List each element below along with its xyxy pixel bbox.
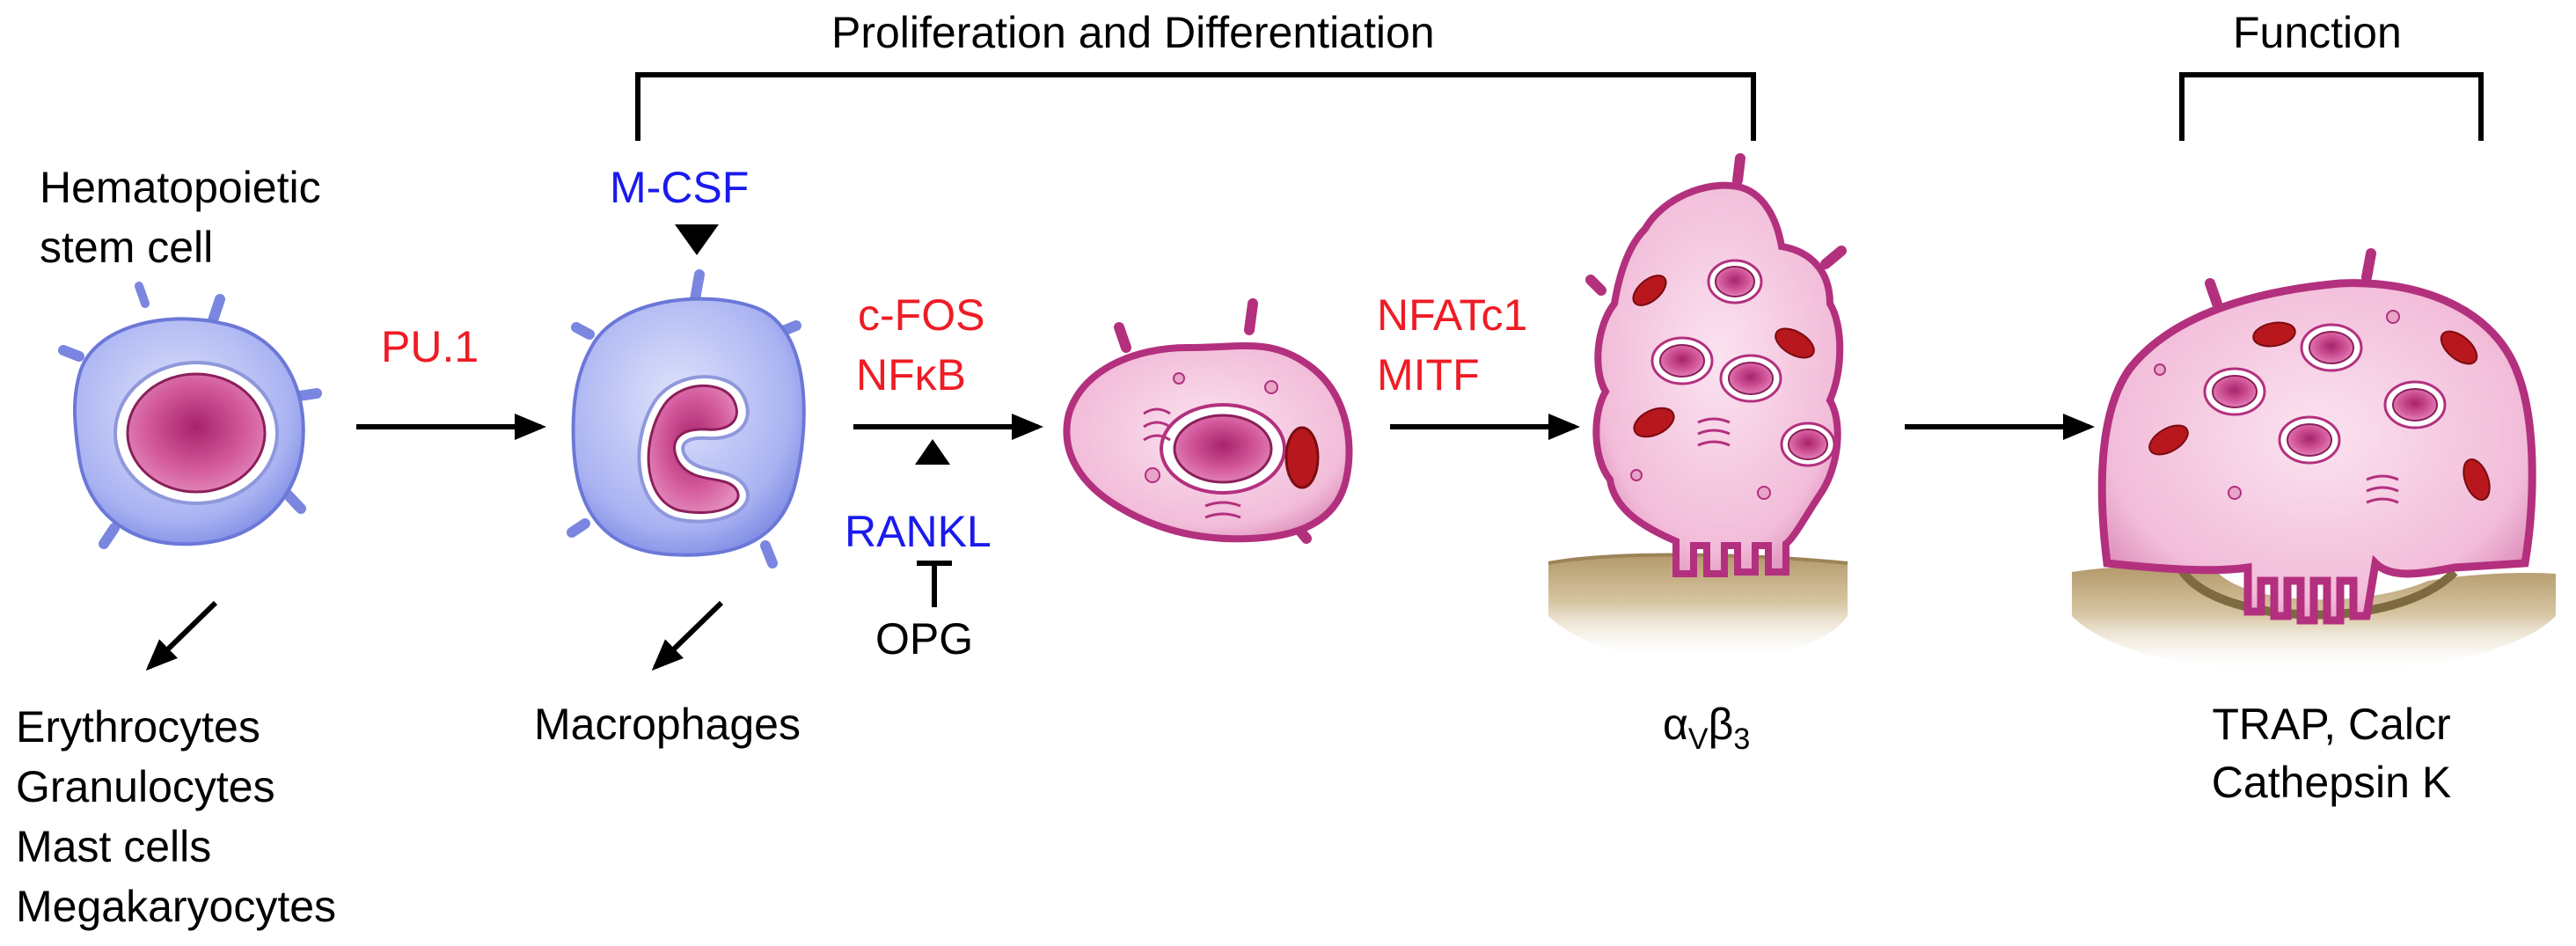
active-markers-line1: TRAP, Calcr	[2212, 700, 2451, 749]
hsc-output-megakaryocytes: Megakaryocytes	[16, 882, 337, 931]
arrow-precursor-to-macrophages	[651, 600, 724, 671]
integrin-label: αVβ3	[1663, 697, 1750, 766]
opg-label: OPG	[875, 614, 974, 664]
mitf-label: MITF	[1377, 350, 1480, 400]
pu1-label: PU.1	[381, 322, 479, 371]
alpha-subscript: V	[1687, 722, 1709, 756]
hsc-output-granulocytes: Granulocytes	[16, 762, 275, 811]
active-bone-resorbing-osteoclast	[2097, 248, 2536, 625]
nfatc1-label: NFATc1	[1377, 290, 1528, 340]
beta-subscript: 3	[1733, 722, 1751, 756]
rankl-triangle	[915, 439, 950, 465]
arrow-hsc-to-other-lineages	[145, 600, 218, 671]
hematopoietic-stem-cell	[58, 286, 322, 549]
beta-symbol: β	[1708, 700, 1734, 749]
multinucleated-osteoclast	[1585, 153, 1847, 577]
alpha-symbol: α	[1663, 700, 1688, 749]
function-header: Function	[2233, 8, 2402, 57]
hsc-output-erythrocytes: Erythrocytes	[16, 702, 260, 752]
macrophages-label: Macrophages	[534, 700, 801, 749]
preosteoclast-cell	[1063, 298, 1353, 544]
function-bracket	[2179, 72, 2484, 141]
bone-surface-mature	[1548, 554, 1848, 663]
hsc-title-line1: Hematopoietic	[40, 163, 321, 212]
active-markers-line2: Cathepsin K	[2211, 758, 2452, 807]
rankl-label: RANKL	[845, 507, 992, 556]
proliferation-bracket	[635, 72, 1756, 141]
opg-inhibition-bar	[917, 561, 952, 607]
hsc-title-line2: stem cell	[40, 223, 214, 272]
proliferation-header: Proliferation and Differentiation	[831, 8, 1435, 57]
nfkb-label: NFκB	[856, 350, 966, 400]
hsc-output-list: Erythrocytes Granulocytes Mast cells Meg…	[16, 697, 336, 936]
c-fos-label: c-FOS	[858, 290, 985, 340]
m-csf-triangle	[675, 224, 719, 255]
osteoclast-precursor-cell	[567, 269, 806, 568]
hsc-output-mast-cells: Mast cells	[16, 822, 212, 871]
m-csf-label: M-CSF	[610, 163, 750, 212]
